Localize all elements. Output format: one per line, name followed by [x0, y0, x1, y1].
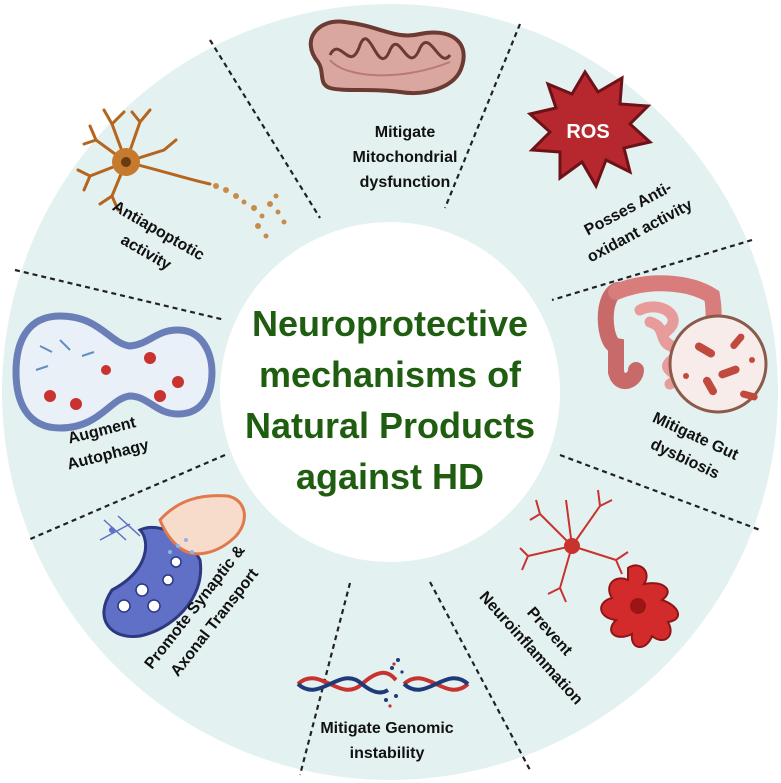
center-disc [220, 222, 560, 562]
ros-burst-icon: ROS [526, 69, 654, 190]
synapse-icon [99, 494, 246, 638]
label-genomic: Mitigate Genomic instability [320, 720, 453, 762]
label-genomic-2: instability [350, 745, 425, 762]
title-line-2: mechanisms of [259, 354, 522, 395]
label-mito-3: dysfunction [360, 174, 451, 191]
label-mito-2: Mitochondrial [353, 149, 458, 166]
segment-dividers [14, 23, 761, 776]
ros-badge: ROS [566, 121, 609, 143]
title-line-3: Natural Products [245, 405, 535, 446]
glial-cells-icon [519, 489, 679, 648]
center-title: Neuroprotective mechanisms of Natural Pr… [245, 303, 535, 497]
apoptotic-neuron-icon [76, 108, 287, 239]
title-line-1: Neuroprotective [252, 303, 528, 344]
mitochondria-icon [308, 19, 466, 95]
label-genomic-1: Mitigate Genomic [320, 720, 453, 737]
label-mitochondrial: Mitigate Mitochondrial dysfunction [353, 124, 458, 191]
label-mito-1: Mitigate [375, 124, 436, 141]
gut-icon [597, 275, 768, 414]
autophagosome-icon [12, 312, 216, 432]
title-line-4: against HD [296, 456, 484, 497]
dna-helix-icon [296, 658, 470, 708]
